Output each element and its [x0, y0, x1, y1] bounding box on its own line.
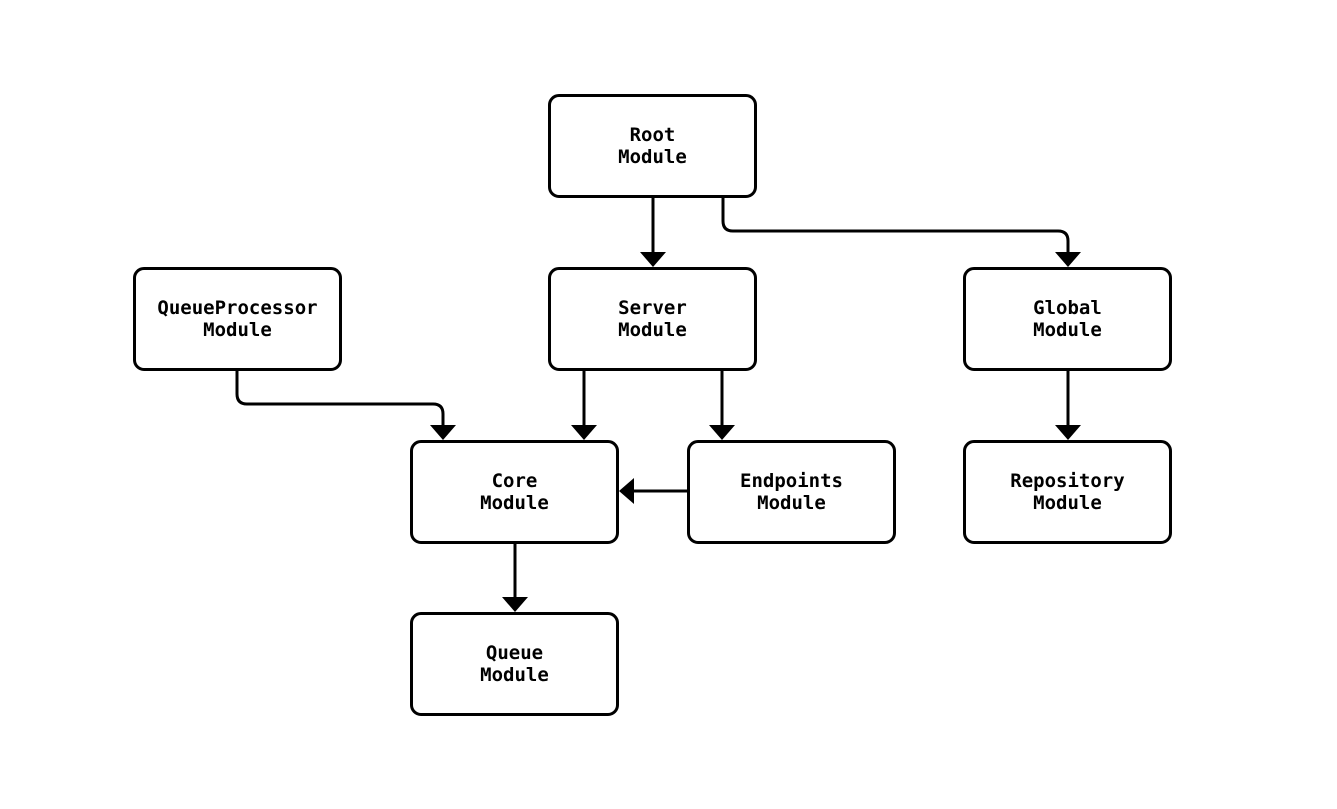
edge-queueprocessor-to-core-arrowhead: [430, 425, 456, 440]
edge-core-to-queue-arrowhead: [502, 597, 528, 612]
edge-root-to-global-arrowhead: [1055, 252, 1081, 267]
edge-endpoints-to-core: [619, 478, 687, 504]
node-global-module: Global Module: [963, 267, 1172, 371]
edge-server-to-endpoints-arrowhead: [709, 425, 735, 440]
edge-queueprocessor-to-core-line: [235, 371, 445, 425]
node-queueprocessor-module-label: QueueProcessor Module: [157, 297, 318, 341]
node-queue-module: Queue Module: [410, 612, 619, 716]
edge-root-to-global-line: [721, 198, 1070, 252]
node-endpoints-module-label: Endpoints Module: [740, 470, 843, 514]
edge-server-to-core-arrowhead: [571, 425, 597, 440]
edge-endpoints-to-core-arrowhead: [619, 478, 634, 504]
edge-root-to-server-arrowhead: [640, 252, 666, 267]
edge-root-to-server: [640, 198, 666, 267]
node-server-module: Server Module: [548, 267, 757, 371]
node-queueprocessor-module: QueueProcessor Module: [133, 267, 342, 371]
node-repository-module-label: Repository Module: [1010, 470, 1125, 514]
node-repository-module: Repository Module: [963, 440, 1172, 544]
node-root-module-label: Root Module: [618, 124, 687, 168]
node-queue-module-label: Queue Module: [480, 642, 549, 686]
edge-server-to-core: [571, 371, 597, 440]
edge-global-to-repository: [1055, 371, 1081, 440]
node-endpoints-module: Endpoints Module: [687, 440, 896, 544]
node-root-module: Root Module: [548, 94, 757, 198]
edge-queueprocessor-to-core: [235, 371, 456, 440]
edge-core-to-queue: [502, 544, 528, 612]
node-server-module-label: Server Module: [618, 297, 687, 341]
edge-root-to-global: [721, 198, 1081, 267]
node-core-module-label: Core Module: [480, 470, 549, 514]
edge-server-to-endpoints: [709, 371, 735, 440]
node-global-module-label: Global Module: [1033, 297, 1102, 341]
node-core-module: Core Module: [410, 440, 619, 544]
edge-global-to-repository-arrowhead: [1055, 425, 1081, 440]
